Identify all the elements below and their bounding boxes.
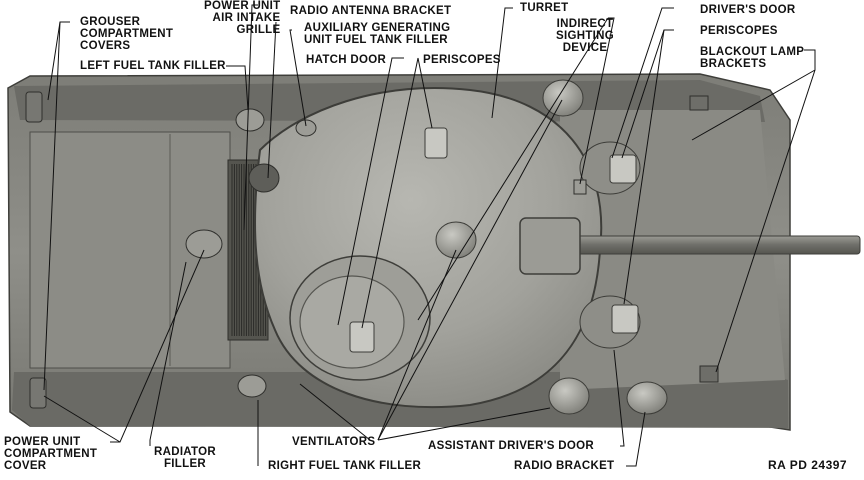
blackout-lamp-2 bbox=[699, 365, 719, 383]
label-drivers-door: DRIVER'S DOOR bbox=[700, 4, 796, 16]
grouser-cover-2 bbox=[29, 377, 47, 409]
fuel-filler-right bbox=[237, 374, 267, 398]
radiator-filler bbox=[185, 229, 223, 259]
figure-reference: RA PD 24397 bbox=[768, 458, 848, 472]
periscope-driver bbox=[609, 154, 637, 184]
label-right-fuel-filler: RIGHT FUEL TANK FILLER bbox=[268, 460, 422, 472]
radio-antenna-bracket bbox=[248, 163, 280, 193]
label-grouser-covers: GROUSER COMPARTMENT COVERS bbox=[80, 16, 174, 52]
leader-lines bbox=[43, 4, 816, 467]
label-power-unit-cover: POWER UNIT COMPARTMENT COVER bbox=[4, 436, 98, 472]
gun-mantlet bbox=[519, 217, 581, 275]
label-radiator-filler: RADIATOR FILLER bbox=[154, 446, 217, 470]
radio-bracket bbox=[626, 381, 668, 415]
grouser-cover-1 bbox=[25, 91, 43, 123]
label-radio-antenna-bracket: RADIO ANTENNA BRACKET bbox=[290, 5, 452, 17]
label-periscopes-right: PERISCOPES bbox=[700, 25, 778, 37]
label-assistant-drivers-door: ASSISTANT DRIVER'S DOOR bbox=[428, 440, 594, 452]
aux-fuel-filler bbox=[295, 119, 317, 137]
indirect-sight bbox=[573, 179, 587, 195]
label-radio-bracket: RADIO BRACKET bbox=[514, 460, 615, 472]
label-turret: TURRET bbox=[520, 2, 569, 14]
periscope-turret-1 bbox=[424, 127, 448, 159]
gun-barrel bbox=[559, 235, 861, 255]
ventilator-dome-2 bbox=[542, 79, 584, 117]
blackout-lamp-1 bbox=[689, 95, 709, 111]
label-left-fuel-filler: LEFT FUEL TANK FILLER bbox=[80, 60, 226, 72]
fuel-filler-left bbox=[235, 108, 265, 132]
label-periscopes-top: PERISCOPES bbox=[423, 54, 501, 66]
label-hatch-door: HATCH DOOR bbox=[306, 54, 387, 66]
label-indirect-sighting: INDIRECT SIGHTING DEVICE bbox=[556, 18, 614, 54]
label-ventilators: VENTILATORS bbox=[292, 436, 376, 448]
periscope-asst bbox=[611, 304, 639, 334]
label-aux-fuel-filler: AUXILIARY GENERATING UNIT FUEL TANK FILL… bbox=[304, 22, 451, 46]
ventilator-dome-1 bbox=[435, 221, 477, 259]
label-blackout-lamp: BLACKOUT LAMP BRACKETS bbox=[700, 46, 805, 70]
label-power-unit-grille: POWER UNIT AIR INTAKE GRILLE bbox=[204, 0, 281, 36]
ventilator-dome-3 bbox=[548, 377, 590, 415]
periscope-turret-2 bbox=[349, 321, 375, 353]
